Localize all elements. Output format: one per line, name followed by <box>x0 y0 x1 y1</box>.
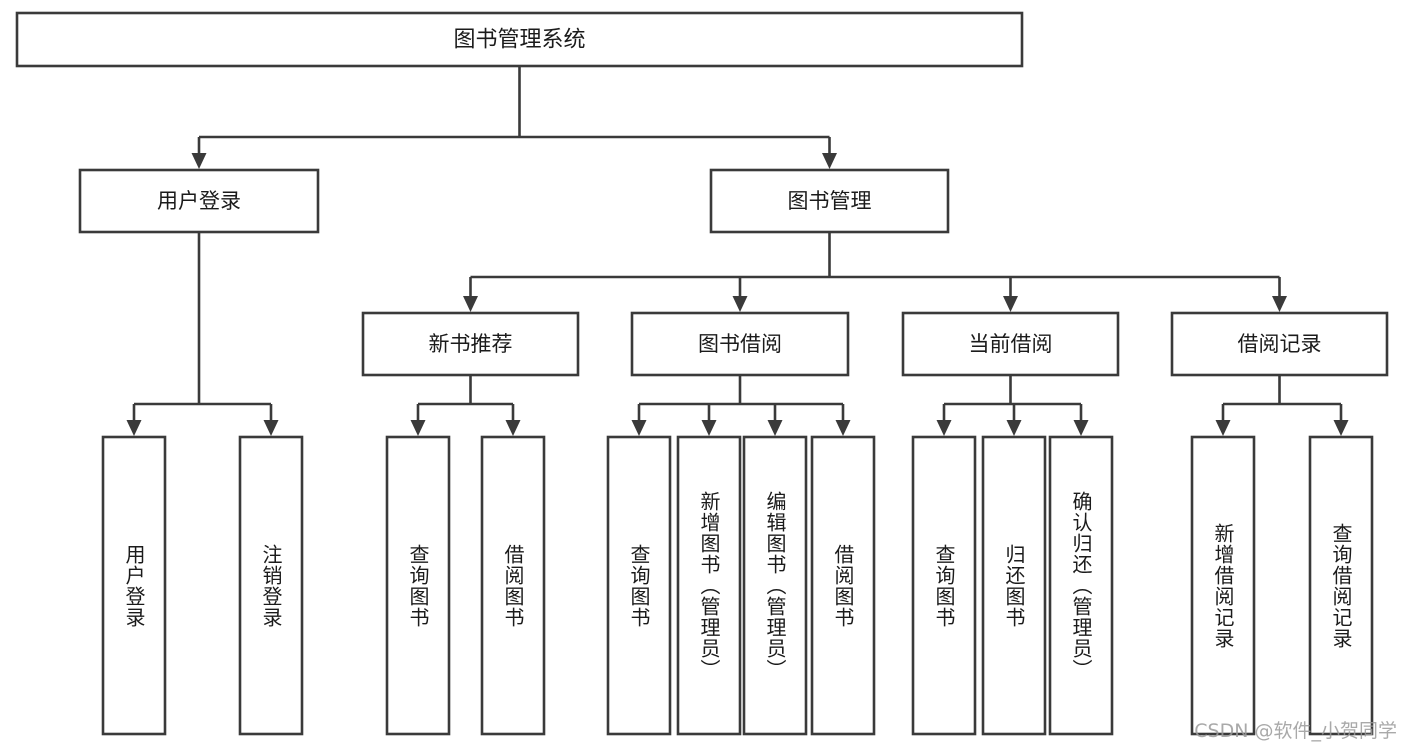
connector-group <box>191 66 837 169</box>
node-box-level2[interactable] <box>78 168 320 234</box>
connectors-layer <box>126 66 1349 436</box>
node-box-level3[interactable] <box>630 311 850 377</box>
arrow-head-icon <box>126 420 142 436</box>
node-label: 新书推荐 <box>429 332 513 356</box>
arrow-head-icon <box>263 420 279 436</box>
arrow-head-icon <box>1333 420 1349 436</box>
connector-group <box>1215 375 1349 436</box>
node-box-leaf[interactable] <box>676 435 742 736</box>
connector-group <box>463 232 1287 312</box>
node-box-leaf[interactable] <box>385 435 451 736</box>
node-box-level3[interactable] <box>901 311 1120 377</box>
node-label: 图书借阅 <box>698 332 782 356</box>
arrow-head-icon <box>835 420 851 436</box>
node-box-leaf[interactable] <box>810 435 876 736</box>
arrow-head-icon <box>1215 420 1231 436</box>
csdn-watermark: CSDN @软件_小贺同学 <box>1194 720 1397 742</box>
node-box-root[interactable] <box>15 11 1024 68</box>
arrow-head-icon <box>936 420 952 436</box>
node-box-leaf[interactable] <box>742 435 808 736</box>
node-box-leaf[interactable] <box>1048 435 1114 736</box>
boxes-layer <box>15 11 1389 736</box>
arrow-head-icon <box>191 153 207 169</box>
node-label: 图书管理 <box>788 189 872 213</box>
arrow-head-icon <box>505 420 521 436</box>
node-box-leaf[interactable] <box>480 435 546 736</box>
node-box-leaf[interactable] <box>606 435 672 736</box>
node-label: 当前借阅 <box>969 332 1053 356</box>
connector-group <box>126 232 279 436</box>
connector-group <box>410 375 521 436</box>
node-box-leaf[interactable] <box>1190 435 1256 736</box>
arrow-head-icon <box>701 420 717 436</box>
node-box-leaf[interactable] <box>1308 435 1374 736</box>
arrow-head-icon <box>767 420 783 436</box>
connector-group <box>936 375 1089 436</box>
node-box-leaf[interactable] <box>981 435 1047 736</box>
node-box-leaf[interactable] <box>911 435 977 736</box>
arrow-head-icon <box>631 420 647 436</box>
node-box-leaf[interactable] <box>238 435 304 736</box>
node-label: 借阅记录 <box>1238 332 1322 356</box>
connector-group <box>631 375 851 436</box>
arrow-head-icon <box>1003 296 1018 312</box>
arrow-head-icon <box>732 296 748 312</box>
arrow-head-icon <box>410 420 426 436</box>
arrow-head-icon <box>1006 420 1022 436</box>
node-box-level3[interactable] <box>1170 311 1389 377</box>
node-box-leaf[interactable] <box>101 435 167 736</box>
arrow-head-icon <box>1073 420 1089 436</box>
arrow-head-icon <box>463 296 478 312</box>
node-box-level2[interactable] <box>709 168 950 234</box>
arrow-head-icon <box>822 153 837 169</box>
arrow-head-icon <box>1272 296 1287 312</box>
node-box-level3[interactable] <box>361 311 580 377</box>
node-label: 用户登录 <box>157 189 241 213</box>
node-label: 图书管理系统 <box>453 28 585 53</box>
